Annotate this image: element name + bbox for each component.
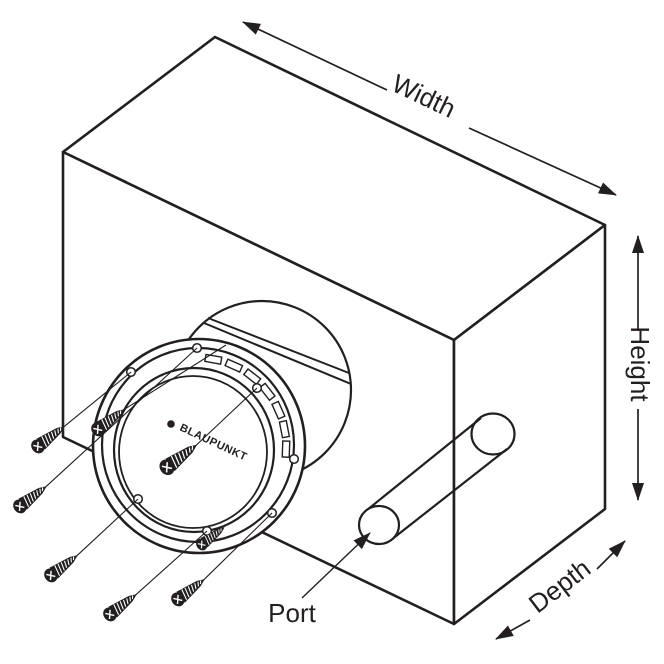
mounting-screw <box>99 588 141 625</box>
height-dimension: Height <box>625 235 655 501</box>
vent-slot <box>271 400 286 420</box>
screw-guide-line <box>135 530 208 596</box>
port-label: Port <box>268 598 316 628</box>
width-arrow-right <box>468 127 617 196</box>
basket-vent-slots <box>204 353 291 458</box>
screw-guide-line <box>123 344 227 411</box>
screw-guide-line <box>45 347 198 488</box>
mounting-screw <box>40 549 82 586</box>
screw-guide-line <box>76 498 139 557</box>
depth-arrow-right <box>596 540 626 570</box>
mounting-hole <box>288 453 300 465</box>
screw-guide-line <box>203 512 273 581</box>
mounting-screw <box>9 480 51 517</box>
brand-dot <box>167 420 175 428</box>
vent-slot <box>278 419 291 439</box>
vent-slot <box>242 368 262 386</box>
port-callout: Port <box>268 532 371 628</box>
depth-arrow-left <box>495 619 531 640</box>
cutout-recess-edge-outer <box>207 317 350 374</box>
vent-slot <box>258 382 276 402</box>
speaker-driver: BLAUPUNKT <box>91 337 307 555</box>
vent-slot <box>281 440 291 458</box>
height-label: Height <box>625 326 655 402</box>
port-back-opening <box>470 412 516 456</box>
screw-guide-line <box>195 387 258 446</box>
cone-edge <box>118 375 268 529</box>
mounting-screw <box>167 573 209 610</box>
surround-ring <box>112 366 276 534</box>
vent-slot <box>224 358 244 373</box>
width-arrow-left <box>242 21 388 91</box>
cutout-recess-edge-inner <box>203 322 352 385</box>
box-side-face <box>452 223 607 626</box>
screw-guide-line <box>63 371 132 428</box>
port-body-upper-line <box>366 417 482 511</box>
port-callout-arrow <box>301 532 371 599</box>
width-label: Width <box>387 68 460 124</box>
screw-guide-lines <box>45 344 273 596</box>
port-body-lower-line <box>390 448 508 541</box>
